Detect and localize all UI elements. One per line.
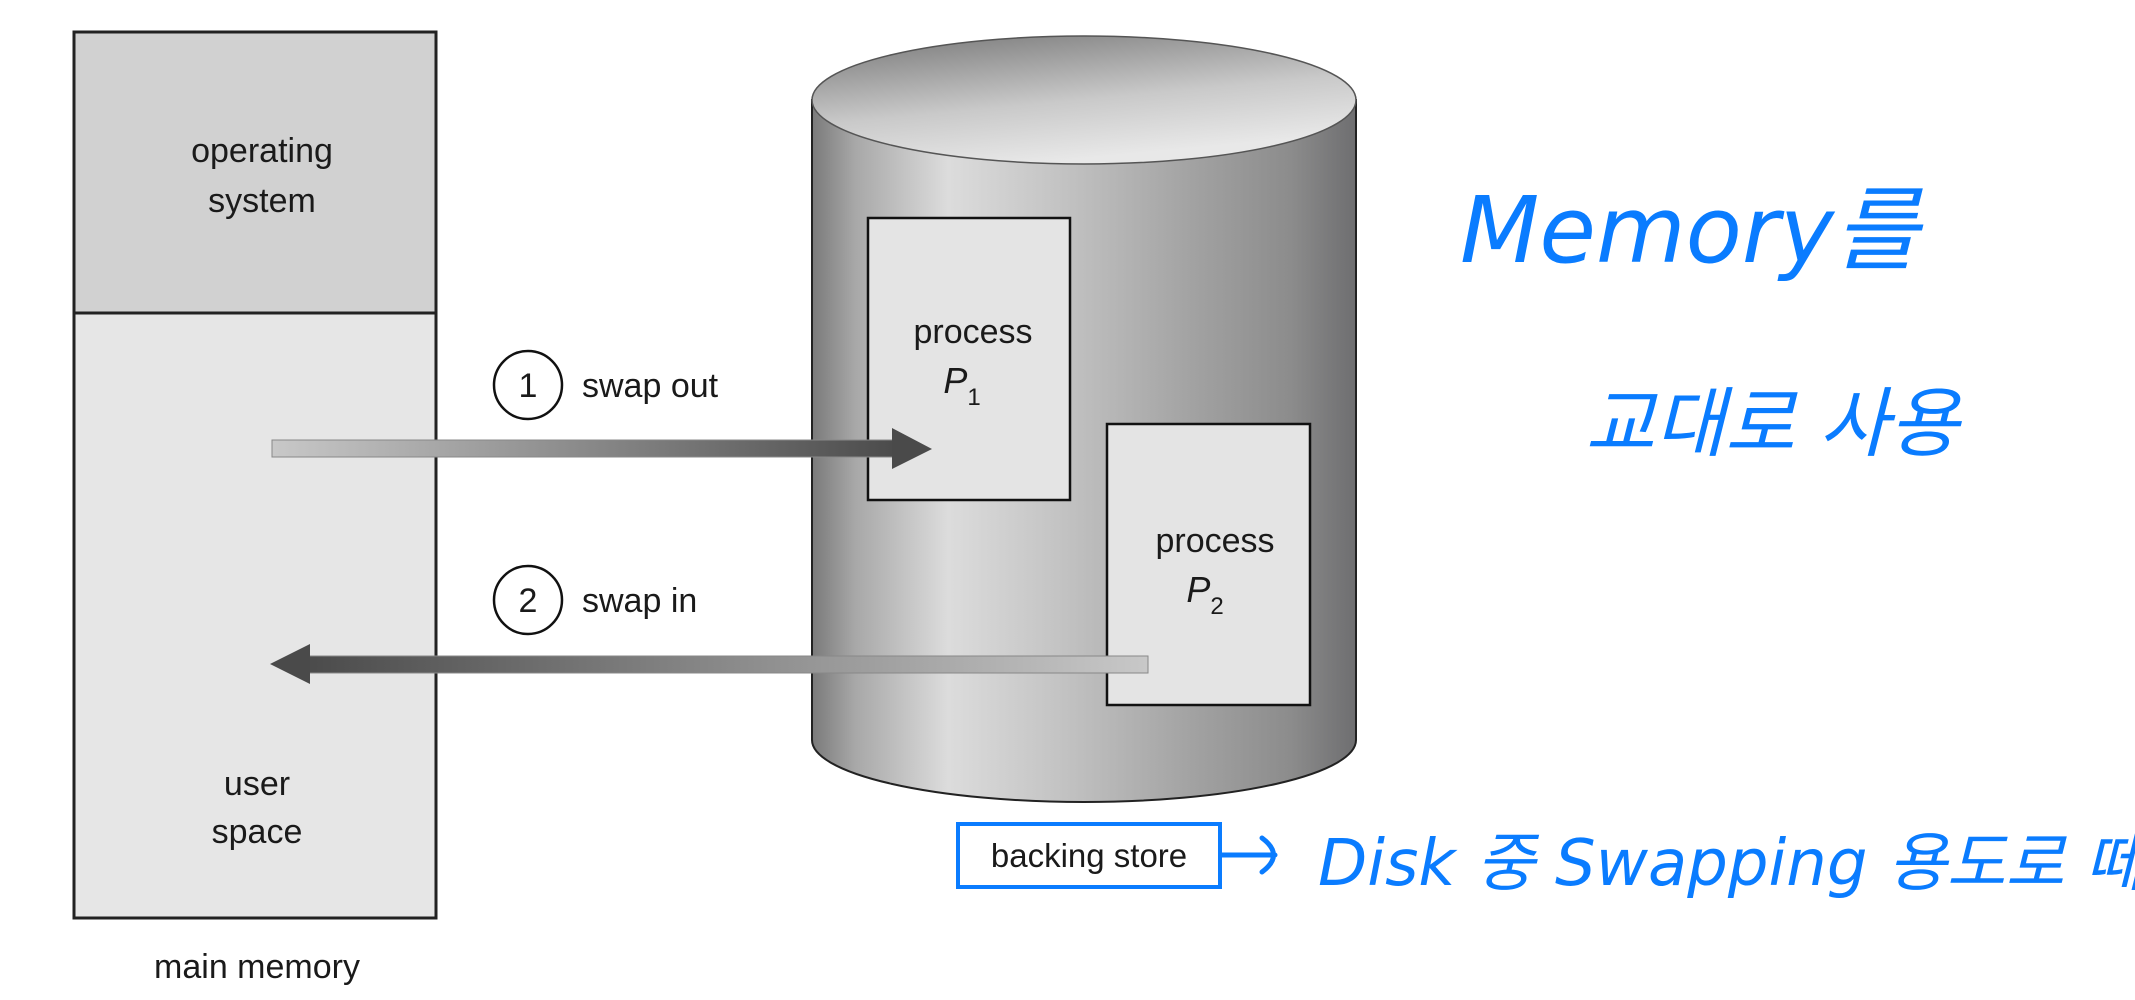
- step-1-label: swap out: [582, 367, 719, 405]
- note-memory-line2: 교대로 사용: [1585, 379, 1963, 468]
- step-2-circle: [492, 564, 564, 636]
- step-swap-in: 2 swap in: [492, 564, 697, 636]
- note-memory-line1: Memory를: [1460, 177, 1924, 284]
- step-2-label: swap in: [582, 582, 697, 620]
- backing-store-highlight-box: [956, 822, 1222, 889]
- user-space-label-line2: space: [212, 813, 303, 851]
- cylinder-top: [811, 35, 1357, 165]
- swap-in-arrow: [270, 644, 1149, 684]
- os-region: [72, 30, 438, 315]
- backing-store-text: backing store: [991, 837, 1187, 874]
- step-1-number: 1: [519, 367, 538, 405]
- process-p1-symbol: P1: [943, 360, 980, 411]
- note-disk-swapping: Disk 중 Swapping 용도로 떼놓음: [1318, 827, 2135, 901]
- process-p1-label: process: [913, 313, 1032, 351]
- swap-out-arrow: [271, 428, 932, 469]
- handwritten-annotations: Memory를 교대로 사용 Disk 중 Swapping 용도로 떼놓음: [1219, 177, 2135, 901]
- backing-store-label: backing store: [956, 822, 1222, 889]
- user-space-label-line1: user: [224, 765, 290, 803]
- step-1-circle: [492, 349, 564, 421]
- step-2-number: 2: [519, 582, 538, 620]
- os-label-line2: system: [208, 182, 316, 220]
- os-label-line1: operating: [191, 132, 333, 170]
- process-p1: process P1: [866, 216, 1072, 502]
- process-p2-symbol: P2: [1186, 569, 1223, 620]
- user-space-region: [72, 311, 438, 920]
- annotation-arrow: [1219, 835, 1278, 875]
- process-p2-label: process: [1155, 522, 1274, 560]
- main-memory-caption: main memory: [154, 948, 360, 986]
- step-swap-out: 1 swap out: [492, 349, 719, 421]
- main-memory: operating system user space main memory: [72, 30, 438, 986]
